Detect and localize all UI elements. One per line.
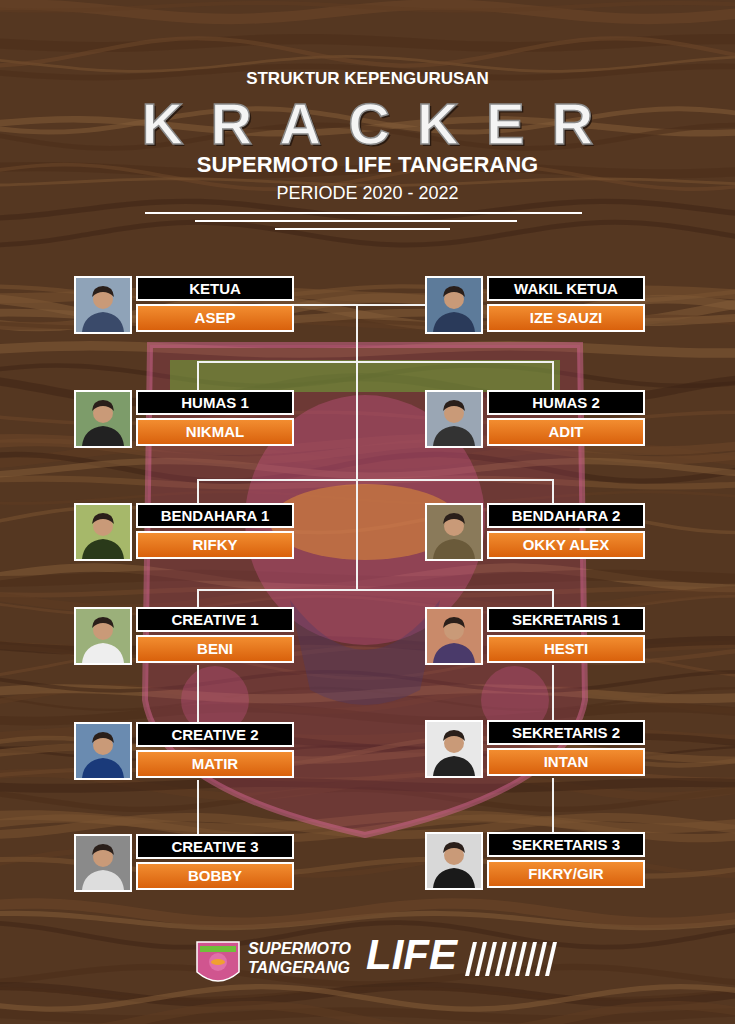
connector-line xyxy=(197,780,199,834)
member-box: CREATIVE 2 MATIR xyxy=(74,722,294,780)
footer-slashes xyxy=(465,942,557,976)
member-photo xyxy=(74,276,132,334)
member-box: HUMAS 2 ADIT xyxy=(425,390,645,448)
photo-figure xyxy=(427,278,481,332)
member-photo xyxy=(425,607,483,665)
slash-mark xyxy=(515,942,527,976)
member-photo xyxy=(74,834,132,892)
footer-brand: TANGERANG xyxy=(248,959,350,977)
photo-figure xyxy=(76,392,130,446)
position-title: KETUA xyxy=(136,276,294,301)
photo-figure xyxy=(427,392,481,446)
member-box: BENDAHARA 1 RIFKY xyxy=(74,503,294,561)
member-photo xyxy=(74,390,132,448)
member-name: BENI xyxy=(136,635,294,663)
member-name: IZE SAUZI xyxy=(487,304,645,332)
position-title: CREATIVE 3 xyxy=(136,834,294,859)
position-title: SEKRETARIS 1 xyxy=(487,607,645,632)
member-photo xyxy=(425,832,483,890)
member-box: HUMAS 1 NIKMAL xyxy=(74,390,294,448)
photo-figure xyxy=(76,505,130,559)
connector-line xyxy=(197,665,199,722)
member-box: BENDAHARA 2 OKKY ALEX xyxy=(425,503,645,561)
member-photo xyxy=(425,503,483,561)
position-title: SEKRETARIS 2 xyxy=(487,720,645,745)
member-photo xyxy=(74,607,132,665)
member-box: CREATIVE 1 BENI xyxy=(74,607,294,665)
photo-figure xyxy=(76,724,130,778)
member-name: FIKRY/GIR xyxy=(487,860,645,888)
member-box: CREATIVE 3 BOBBY xyxy=(74,834,294,892)
member-name: RIFKY xyxy=(136,531,294,559)
photo-figure xyxy=(427,505,481,559)
title: KRACKER xyxy=(0,92,735,156)
connector-line xyxy=(552,665,554,720)
slash-mark xyxy=(495,942,507,976)
position-title: CREATIVE 1 xyxy=(136,607,294,632)
photo-figure xyxy=(76,278,130,332)
photo-figure xyxy=(76,609,130,663)
member-box: SEKRETARIS 2 INTAN xyxy=(425,720,645,778)
slash-mark xyxy=(475,942,487,976)
position-title: BENDAHARA 1 xyxy=(136,503,294,528)
slash-mark xyxy=(485,942,497,976)
member-photo xyxy=(425,390,483,448)
member-box: KETUA ASEP xyxy=(74,276,294,334)
wood-grain xyxy=(0,38,735,65)
wood-grain xyxy=(0,903,735,922)
connector-line xyxy=(294,305,553,607)
position-title: HUMAS 1 xyxy=(136,390,294,415)
member-name: NIKMAL xyxy=(136,418,294,446)
connector-line xyxy=(552,778,554,832)
member-name: BOBBY xyxy=(136,862,294,890)
photo-figure xyxy=(76,836,130,890)
member-photo xyxy=(425,276,483,334)
member-name: HESTI xyxy=(487,635,645,663)
member-name: MATIR xyxy=(136,750,294,778)
club-name: SUPERMOTO LIFE TANGERANG xyxy=(0,153,735,177)
connector-line xyxy=(198,305,357,607)
footer-brand: SUPERMOTO xyxy=(248,940,351,958)
slash-mark xyxy=(535,942,547,976)
position-title: CREATIVE 2 xyxy=(136,722,294,747)
photo-figure xyxy=(427,609,481,663)
member-photo xyxy=(425,720,483,778)
member-box: SEKRETARIS 3 FIKRY/GIR xyxy=(425,832,645,890)
member-name: ASEP xyxy=(136,304,294,332)
wood-grain xyxy=(0,201,735,218)
footer-logo-icon xyxy=(197,942,239,981)
member-photo xyxy=(74,722,132,780)
wood-grain xyxy=(0,222,735,245)
position-title: HUMAS 2 xyxy=(487,390,645,415)
position-title: SEKRETARIS 3 xyxy=(487,832,645,857)
period-label: PERIODE 2020 - 2022 xyxy=(0,184,735,204)
member-name: INTAN xyxy=(487,748,645,776)
subtitle: STRUKTUR KEPENGURUSAN xyxy=(0,70,735,89)
member-name: ADIT xyxy=(487,418,645,446)
slash-mark xyxy=(545,942,557,976)
wood-grain xyxy=(0,3,735,11)
slash-mark xyxy=(505,942,517,976)
position-title: BENDAHARA 2 xyxy=(487,503,645,528)
position-title: WAKIL KETUA xyxy=(487,276,645,301)
wood-grain xyxy=(0,1005,735,1024)
photo-figure xyxy=(427,722,481,776)
photo-figure xyxy=(427,834,481,888)
footer-brand-life: LIFE xyxy=(366,932,457,978)
slash-mark xyxy=(525,942,537,976)
member-box: WAKIL KETUA IZE SAUZI xyxy=(425,276,645,334)
member-name: OKKY ALEX xyxy=(487,531,645,559)
member-photo xyxy=(74,503,132,561)
slash-mark xyxy=(465,942,477,976)
member-box: SEKRETARIS 1 HESTI xyxy=(425,607,645,665)
